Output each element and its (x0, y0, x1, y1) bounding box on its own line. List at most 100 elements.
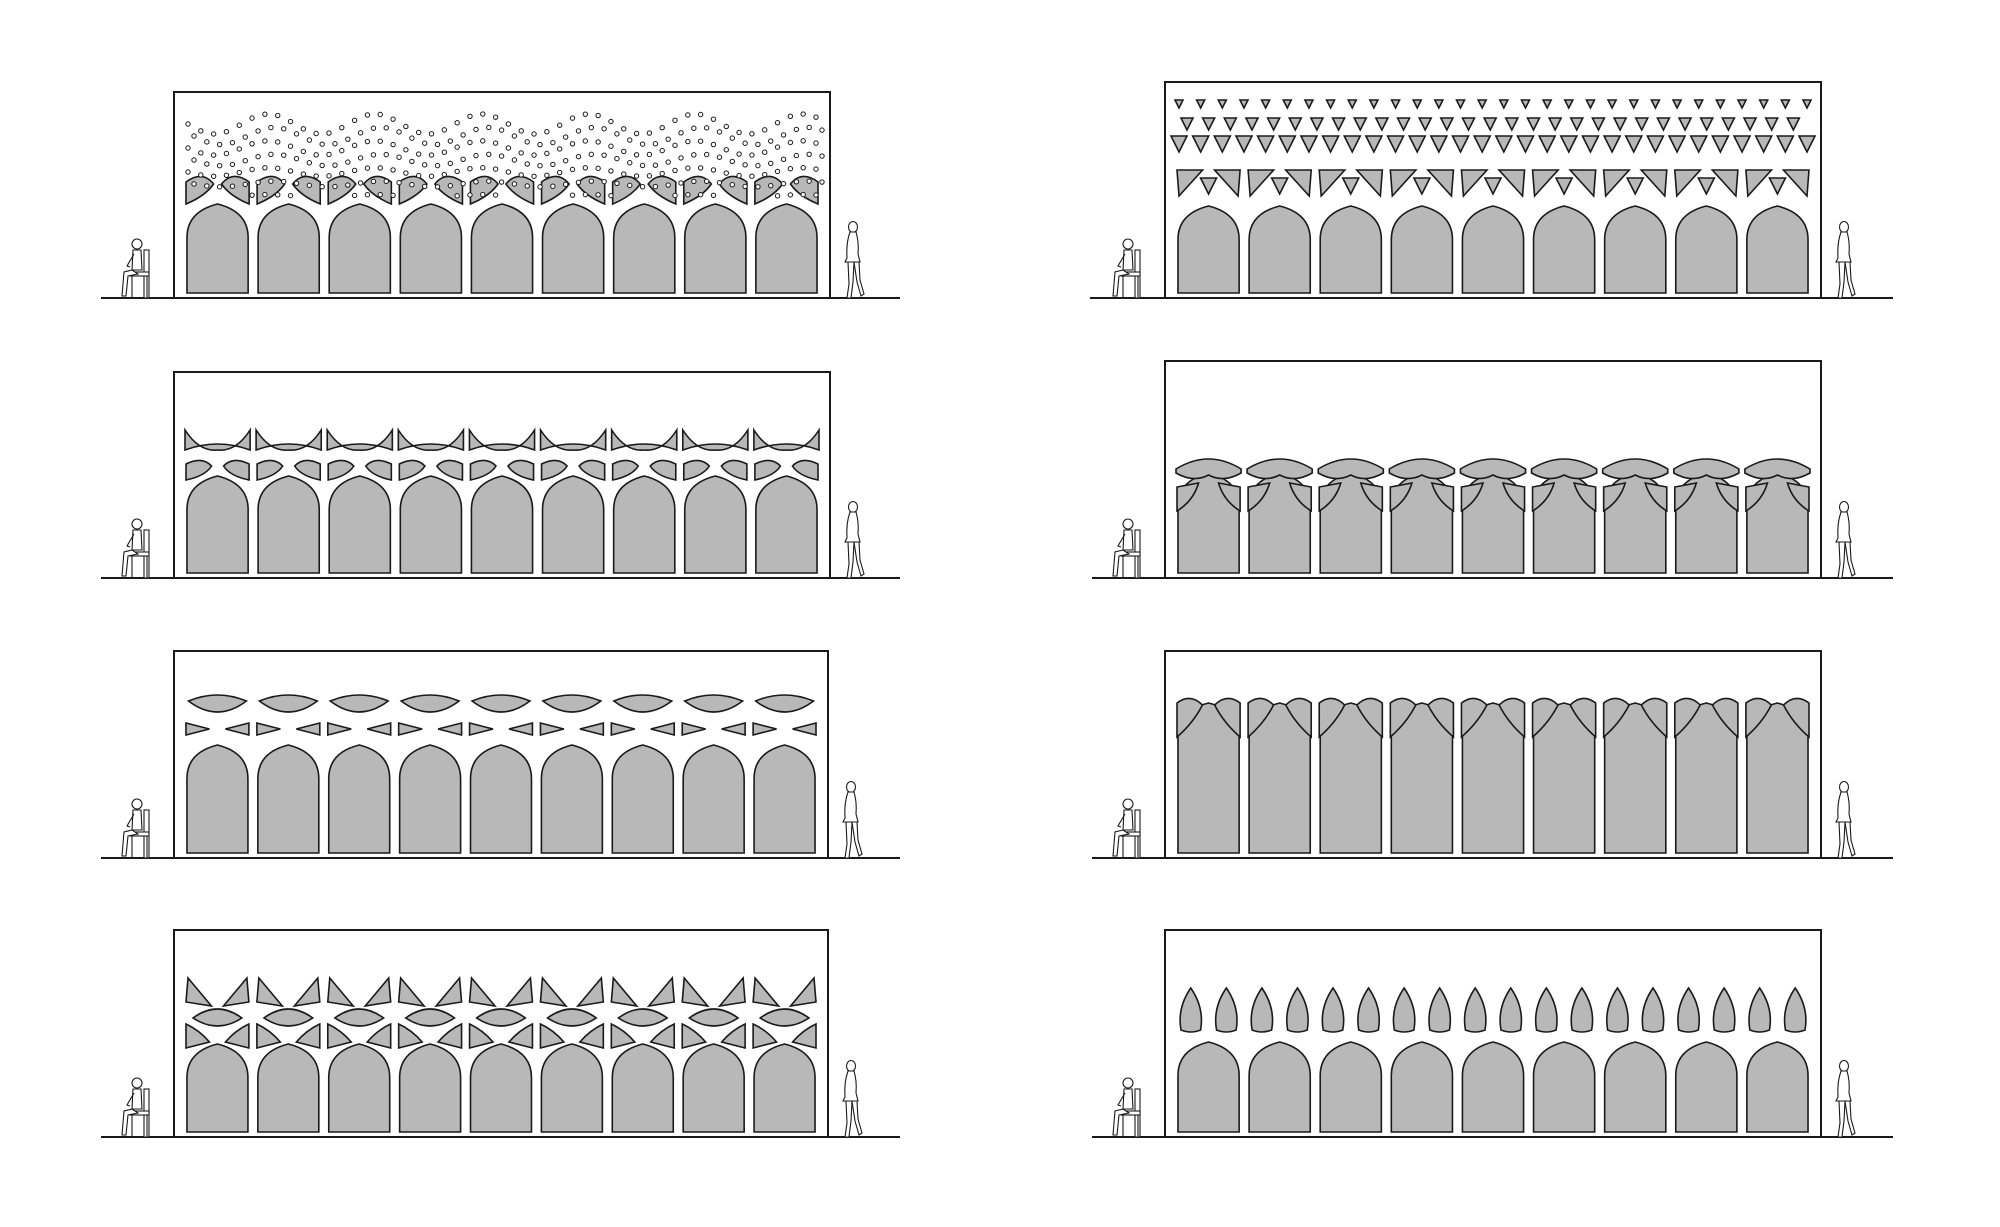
perforation-dot (370, 152, 377, 158)
perforation-dot (627, 137, 633, 143)
arch-opening (1319, 1041, 1383, 1133)
tracery-petal (291, 175, 322, 206)
tracery-petal (1284, 697, 1313, 739)
perforation-dot (313, 173, 319, 179)
perforation-dot (204, 139, 210, 145)
arch-opening (469, 1043, 533, 1133)
diamond-wing (292, 975, 321, 1008)
arch-opening (1532, 205, 1596, 294)
perforation-dot (229, 139, 236, 146)
diamond-wing (397, 975, 427, 1008)
perforation-dot (659, 170, 665, 177)
perforation-dot (742, 162, 748, 168)
perforation-dot (287, 192, 294, 199)
round-cap (1246, 458, 1314, 480)
perforation-dot (575, 128, 582, 134)
perforation-dot (339, 170, 345, 177)
perforation-dot (421, 140, 428, 146)
standing-figure (842, 780, 863, 859)
perforation-dot (293, 155, 300, 162)
perforation-dot (306, 182, 313, 189)
perforation-dot (691, 178, 697, 185)
tracery-triangle (1283, 169, 1313, 198)
perforation-dot (383, 178, 389, 184)
perforation-dot (806, 124, 812, 131)
tracery-petal (1359, 481, 1384, 513)
cusp-cap (610, 427, 678, 452)
perforation-triangle (1390, 99, 1401, 110)
perforation-dot (262, 165, 268, 171)
perforation-triangle (1299, 135, 1319, 154)
arch-opening (682, 1043, 745, 1133)
diamond-wing (539, 975, 568, 1008)
perforation-dot (300, 148, 307, 155)
diamond-wing (326, 975, 356, 1008)
flame-opening (1677, 986, 1701, 1033)
cusp-cap (326, 427, 394, 452)
perforation-dot (441, 127, 448, 133)
perforation-triangle (1461, 117, 1476, 132)
perforation-dot (403, 170, 409, 176)
perforation-dot (710, 116, 717, 122)
perforation-dot (396, 179, 402, 186)
perforation-dot (621, 171, 627, 177)
tracery-triangle (1697, 177, 1716, 196)
perforation-dot (762, 127, 768, 133)
arch-opening (257, 475, 321, 574)
flame-opening (1570, 986, 1594, 1033)
tracery-triangle (1554, 177, 1574, 196)
tracery-triangle (1426, 169, 1455, 198)
perforation-dot (697, 138, 704, 144)
tracery-petal (1673, 481, 1698, 513)
perforation-dot (639, 141, 646, 147)
perforation-triangle (1671, 99, 1683, 110)
tracery-petal (506, 459, 535, 481)
perforation-dot (787, 192, 794, 198)
perforation-dot (345, 159, 351, 165)
perforation-dot (396, 129, 402, 135)
perforation-dot (383, 151, 389, 158)
seated-figure (1112, 798, 1141, 859)
perforation-dot (608, 143, 614, 149)
arch-opening (327, 1043, 391, 1133)
arch-opening (682, 744, 745, 854)
perforation-dot (614, 155, 620, 162)
round-cap (1530, 458, 1598, 480)
perforation-dot (351, 192, 358, 199)
perforation-dot (685, 165, 691, 171)
arch-opening (470, 475, 534, 574)
tracery-petal (1711, 697, 1739, 739)
perforation-triangle (1591, 117, 1606, 132)
tracery-petal (1640, 697, 1668, 739)
perforation-dot (742, 140, 748, 146)
arch-opening (1248, 205, 1312, 294)
perforation-dot (697, 111, 704, 118)
tracery-petal (1389, 481, 1414, 513)
tracery-triangle (1497, 169, 1526, 198)
tracery-petal (1247, 697, 1275, 739)
perforation-dot (428, 152, 435, 158)
arch-opening (257, 203, 321, 294)
perforation-triangle (1758, 99, 1769, 110)
perforation-dot (351, 142, 358, 149)
perforation-triangle (1346, 99, 1358, 110)
tracery-petal (1644, 481, 1668, 513)
tracery-triangle (1710, 169, 1739, 198)
tracery-petal (791, 459, 819, 481)
perforation-dot (255, 153, 261, 160)
standing-figure (842, 1059, 863, 1138)
tracery-petal (256, 459, 284, 481)
tracery-petal (1572, 481, 1597, 513)
perforation-dot (531, 173, 537, 179)
perforation-dot (755, 162, 761, 169)
perforation-triangle (1439, 117, 1455, 132)
perforation-dot (505, 121, 512, 127)
perforation-dot (204, 183, 210, 189)
perforation-dot (755, 184, 761, 190)
tracery-petal (398, 459, 426, 481)
tracery-petal (397, 1022, 424, 1050)
cusp-cap (468, 427, 536, 452)
arch-opening (470, 203, 534, 294)
perforation-triangle (1602, 135, 1622, 154)
